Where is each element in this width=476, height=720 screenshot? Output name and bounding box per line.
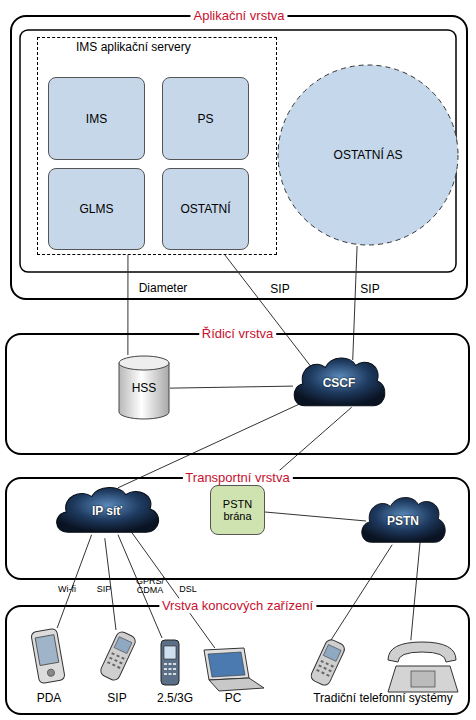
link-label: SIP xyxy=(97,585,112,594)
group-title: IMS aplikační servery xyxy=(76,40,191,54)
link-label: GPRS/ CDMA xyxy=(135,577,165,596)
link-line xyxy=(127,255,128,355)
network-label: PSTN xyxy=(358,492,448,550)
link-line xyxy=(331,545,392,641)
server-circle: OSTATNÍ AS xyxy=(277,64,459,246)
device-label: PDA xyxy=(25,691,73,705)
network-cloud: PSTN xyxy=(358,492,448,550)
server-label: OSTATNÍ AS xyxy=(277,64,459,246)
link-line xyxy=(57,535,91,628)
network-label: CSCF xyxy=(290,352,388,414)
layer-title: Aplikační vrstva xyxy=(190,8,287,23)
layer-title: Transportní vrstva xyxy=(182,470,292,485)
layer-band: Aplikační vrstvaIMS aplikační serveryIMS… xyxy=(10,15,468,300)
layer-title: Řídicí vrstva xyxy=(199,326,277,341)
database-cylinder: HSS xyxy=(118,355,170,420)
device-label: Tradiční telefonní systémy xyxy=(296,691,470,705)
database-label: HSS xyxy=(118,355,170,420)
desk-telephone-icon xyxy=(388,642,458,692)
laptop-icon xyxy=(204,648,264,691)
layer-band: Transportní vrstvaIP síťPSTN bránaPSTN xyxy=(5,477,470,580)
terminal-device: PC xyxy=(198,648,268,715)
terminal-device: Tradiční telefonní systémy xyxy=(296,638,470,715)
link-label: Wi-fi xyxy=(58,585,76,594)
server-box: PS xyxy=(162,77,249,160)
terminal-device: PDA xyxy=(25,628,73,715)
layer-title: Vrstva koncových zařízení xyxy=(159,598,316,613)
link-line xyxy=(265,512,366,521)
server-group: IMS aplikační serveryIMSPSGLMSOSTATNÍ xyxy=(37,37,277,255)
link-line xyxy=(411,542,420,640)
mobile-phone-icon xyxy=(161,640,179,685)
link-line xyxy=(105,538,116,630)
network-cloud: CSCF xyxy=(290,352,388,414)
server-box: OSTATNÍ xyxy=(162,168,249,250)
server-label: GLMS xyxy=(49,169,144,249)
device-label: PC xyxy=(198,691,268,705)
device-label: SIP xyxy=(92,691,142,705)
link-label: DSL xyxy=(179,585,197,594)
link-line xyxy=(225,255,315,372)
gateway-box: PSTN brána xyxy=(210,485,265,535)
layer-band: Řídicí vrstvaHSSCSCF xyxy=(5,333,470,455)
sip-phone-icon xyxy=(99,630,137,682)
pda-icon xyxy=(31,628,66,684)
link-line xyxy=(353,246,357,360)
link-line xyxy=(170,386,293,388)
terminal-device: SIP xyxy=(92,630,142,715)
terminal-device: 2.5/3G xyxy=(150,638,200,715)
link-label: Diameter xyxy=(139,282,188,295)
network-label: IP síť xyxy=(52,482,162,540)
link-line xyxy=(130,530,215,648)
server-label: OSTATNÍ xyxy=(163,169,248,249)
server-label: PS xyxy=(163,78,248,159)
server-label: IMS xyxy=(49,78,144,159)
server-box: GLMS xyxy=(48,168,145,250)
gateway-label: PSTN brána xyxy=(211,486,264,534)
layer-band: Vrstva koncových zařízeníPDASIP2.5/3GPCT… xyxy=(5,605,470,715)
mobile-phone-icon xyxy=(309,638,346,687)
server-box: IMS xyxy=(48,77,145,160)
network-cloud: IP síť xyxy=(52,482,162,540)
link-label: SIP xyxy=(270,283,289,296)
link-label: SIP xyxy=(360,283,379,296)
device-label: 2.5/3G xyxy=(150,691,200,705)
